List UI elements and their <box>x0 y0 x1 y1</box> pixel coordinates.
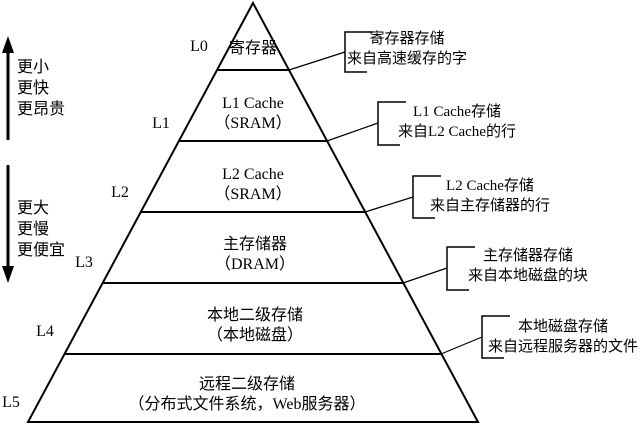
callout-bracket-3 <box>412 175 441 219</box>
level-caption-l2-line2: （SRAM） <box>214 186 292 203</box>
down-arrow-head-icon <box>2 266 14 283</box>
callout-local-disk-line2: 来自远程服务器的文件 <box>487 339 639 355</box>
level-id-l3: L3 <box>75 254 93 271</box>
callout-registers: 寄存器存储 来自高速缓存的字 <box>347 29 467 69</box>
pyramid-outline <box>26 0 480 423</box>
left-note-bottom-line1: 更大 <box>17 200 50 217</box>
level-caption-l5-line1: 远程二级存储 <box>198 376 295 393</box>
left-note-bottom-line3: 更便宜 <box>17 242 66 259</box>
level-caption-l1: L1 Cache （SRAM） <box>214 94 291 134</box>
callout-local-disk: 本地磁盘存储 来自远程服务器的文件 <box>488 317 638 357</box>
left-note-top-line2: 更快 <box>17 80 50 97</box>
level-id-l4: L4 <box>36 323 54 340</box>
callout-main-memory: 主存储器存储 来自本地磁盘的块 <box>468 246 588 286</box>
level-id-l2: L2 <box>111 184 129 201</box>
left-note-bottom-line2: 更慢 <box>17 221 50 238</box>
level-caption-l4: 本地二级存储 （本地磁盘） <box>207 306 303 346</box>
callout-bracket-2 <box>377 101 406 146</box>
level-id-l0: L0 <box>190 38 208 55</box>
callout-bracket-4 <box>446 246 475 291</box>
level-id-l5: L5 <box>2 394 20 411</box>
callout-local-disk-line1: 本地磁盘存储 <box>517 319 609 335</box>
level-caption-l4-line2: （本地磁盘） <box>206 327 304 344</box>
callout-l2-cache-line1: L2 Cache存储 <box>446 178 534 194</box>
callout-l2-cache-line2: 来自主存储器的行 <box>429 198 551 214</box>
level-caption-l5: 远程二级存储 （分布式文件系统，Web服务器） <box>129 375 366 415</box>
up-arrow-head-icon <box>2 36 14 53</box>
level-caption-l2-line1: L2 Cache <box>222 166 284 183</box>
level-caption-l3-line1: 主存储器 <box>222 236 288 253</box>
callout-registers-line2: 来自高速缓存的字 <box>346 51 468 67</box>
callout-registers-line1: 寄存器存储 <box>369 31 445 47</box>
callout-l1-cache-line2: 来自L2 Cache的行 <box>398 124 516 140</box>
level-caption-l1-line1: L1 Cache <box>222 95 284 112</box>
left-note-top-line1: 更小 <box>17 59 50 76</box>
callout-leader-line-5 <box>440 336 483 355</box>
callout-l1-cache-line1: L1 Cache存储 <box>413 104 501 120</box>
callout-leader-line-4 <box>402 267 448 284</box>
left-note-top: 更小 更快 更昂贵 <box>17 57 65 120</box>
level-id-l1: L1 <box>152 115 170 132</box>
callout-bracket-5 <box>481 315 510 359</box>
callout-leader-line-3 <box>364 196 414 213</box>
callout-main-memory-line2: 来自本地磁盘的块 <box>467 268 589 284</box>
level-caption-l1-line2: （SRAM） <box>214 115 292 132</box>
level-caption-l3: 主存储器 （DRAM） <box>215 235 295 275</box>
level-caption-l0: 寄存器 <box>229 39 277 59</box>
level-caption-l2: L2 Cache （SRAM） <box>214 165 291 205</box>
callout-bracket-1 <box>344 31 373 73</box>
left-note-top-line3: 更昂贵 <box>17 101 66 118</box>
level-caption-l5-line2: （分布式文件系统，Web服务器） <box>128 396 366 413</box>
level-caption-l4-line1: 本地二级存储 <box>206 307 304 324</box>
callout-leader-line-2 <box>326 122 379 142</box>
left-note-bottom: 更大 更慢 更便宜 <box>17 198 65 261</box>
callout-l1-cache: L1 Cache存储 来自L2 Cache的行 <box>398 102 516 142</box>
callout-l2-cache: L2 Cache存储 来自主存储器的行 <box>430 176 550 216</box>
level-caption-l3-line2: （DRAM） <box>214 256 296 273</box>
callout-leader-line-1 <box>288 51 346 71</box>
level-caption-l0-line1: 寄存器 <box>228 40 278 57</box>
callout-main-memory-line1: 主存储器存储 <box>482 248 574 264</box>
